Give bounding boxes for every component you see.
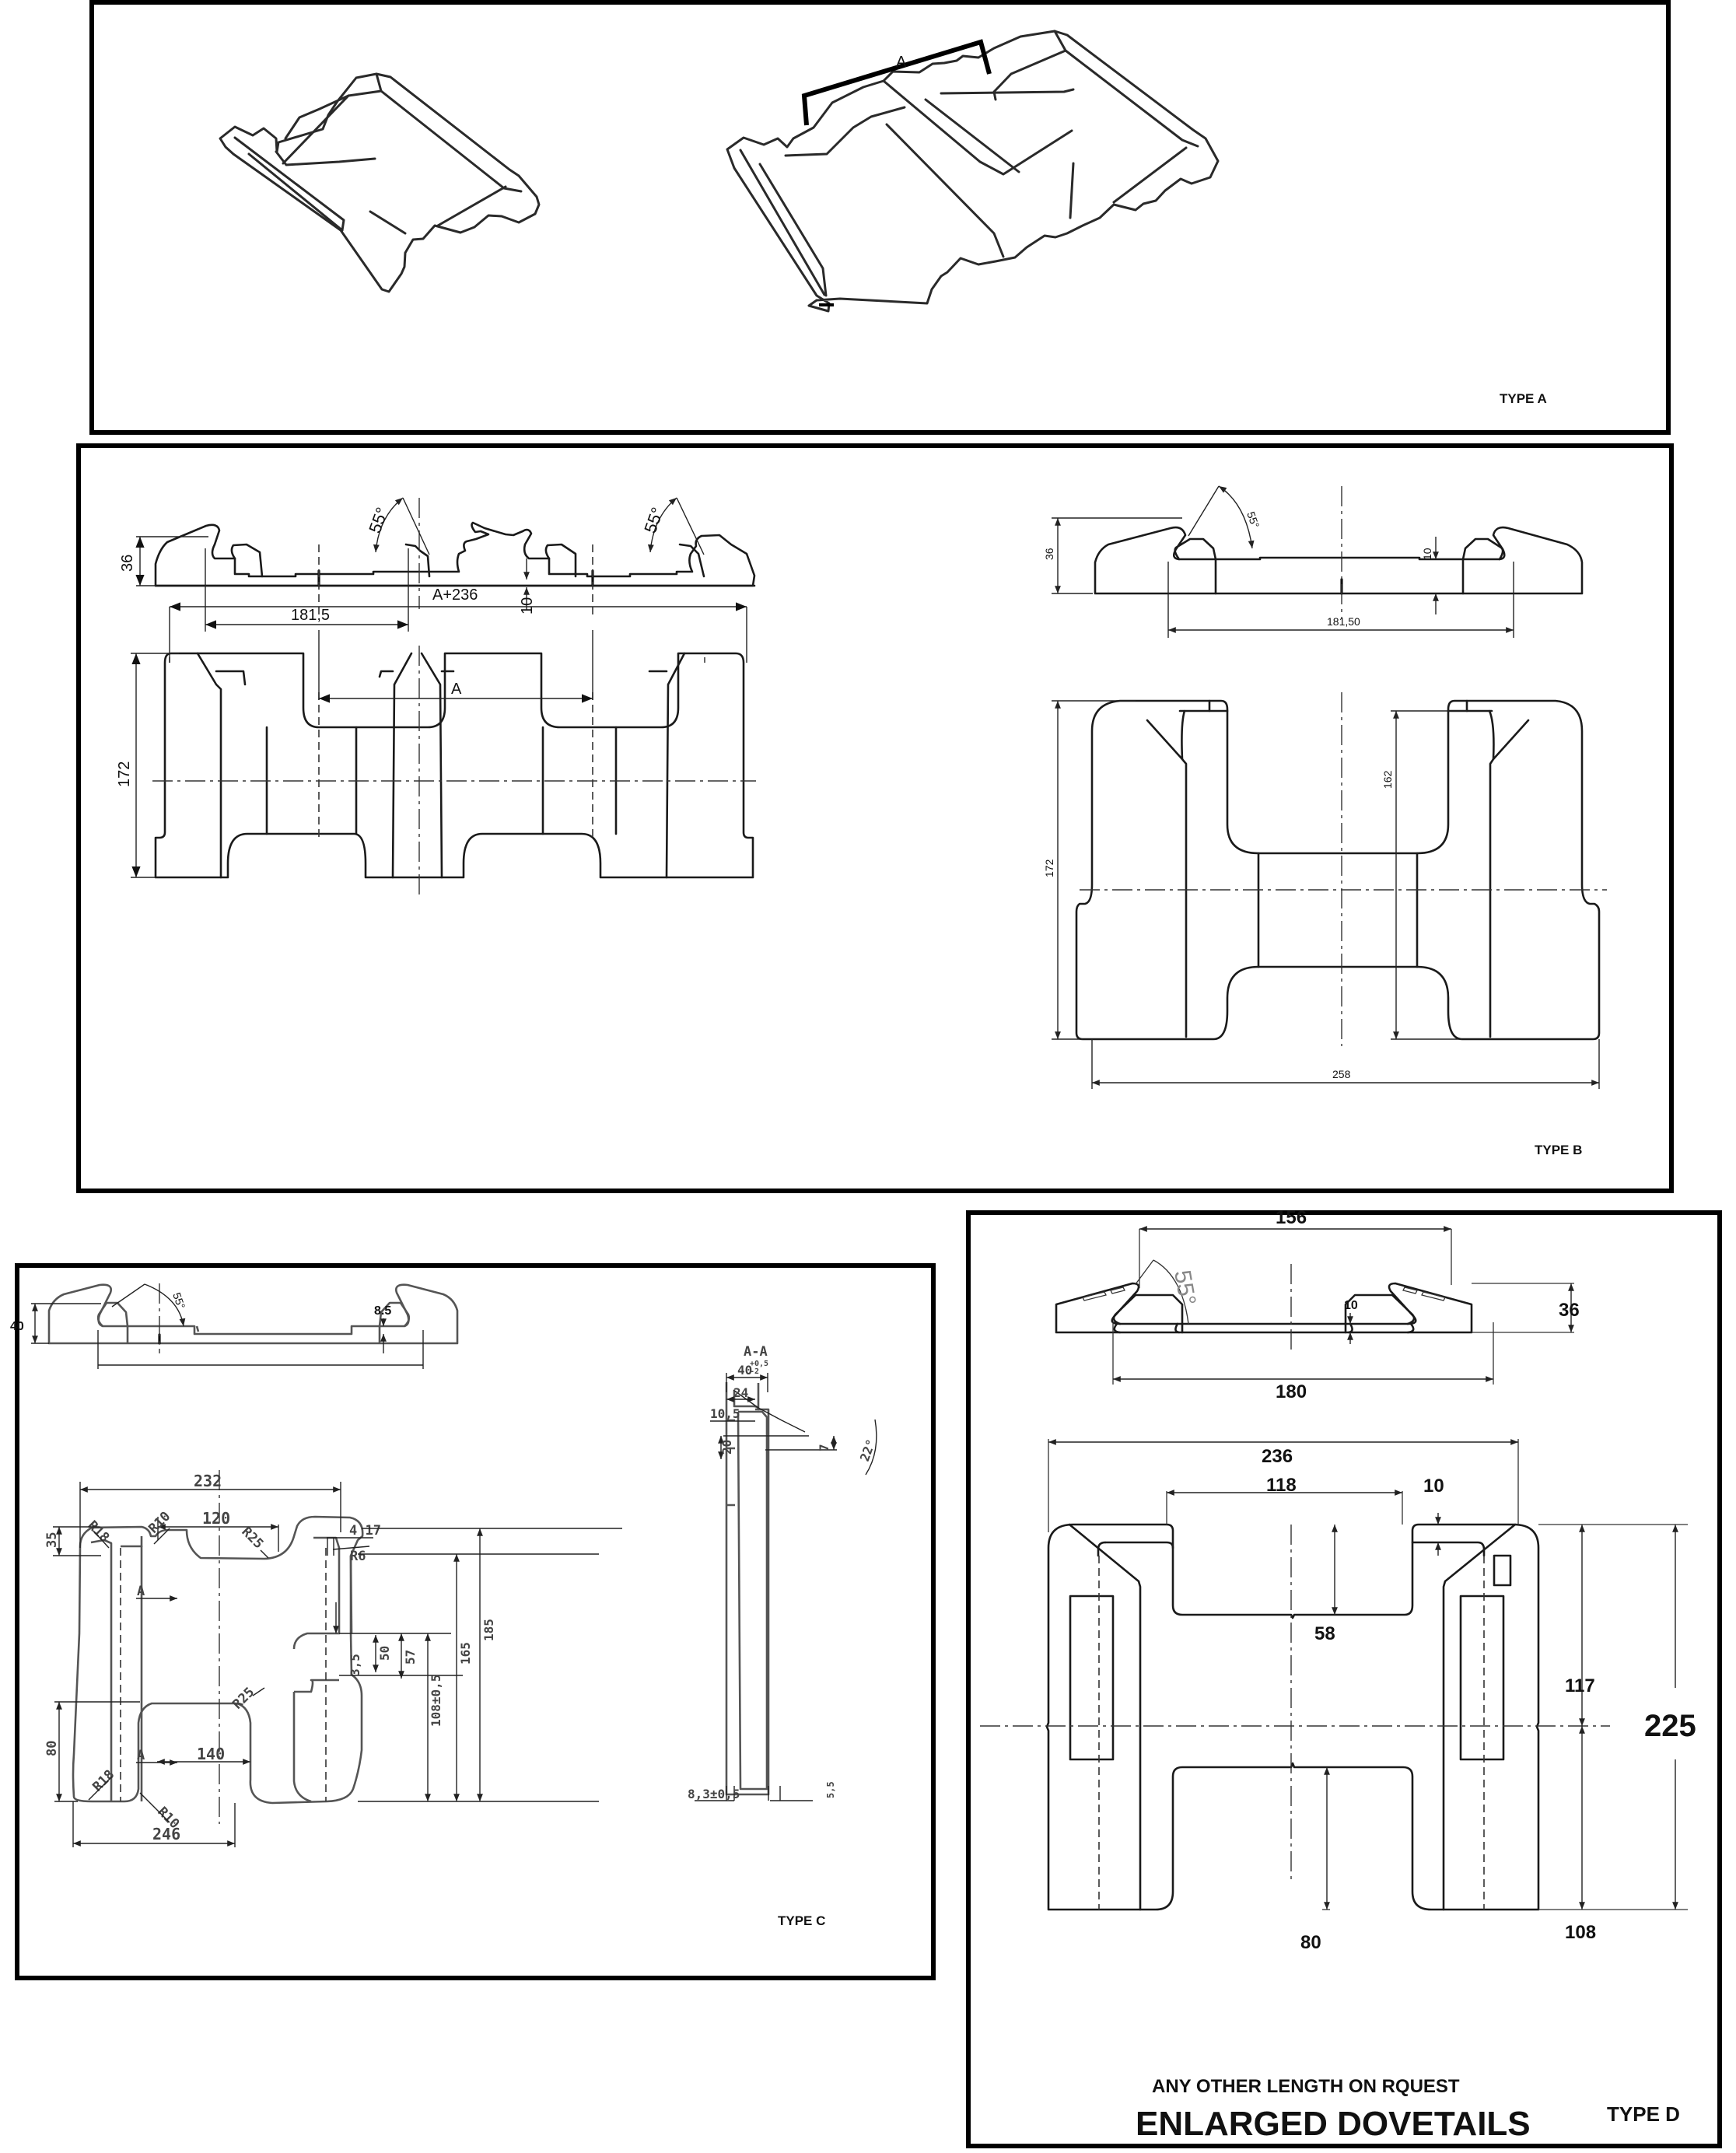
type-d-label: TYPE D: [1607, 2102, 1680, 2126]
type-c-right-3-5: 3,5: [348, 1654, 362, 1676]
type-a-label: TYPE A: [1500, 391, 1547, 406]
type-c-top-right-4-17: 4 17: [349, 1523, 381, 1539]
type-b-angle-left: 55°: [365, 505, 392, 536]
type-d-lower-108: 108: [1565, 1922, 1596, 1943]
type-c-profile: 40 8.5 55°: [10, 1283, 459, 1369]
type-b-multi-profile: 36 10 181,5 55° 55°: [119, 497, 756, 632]
type-c-left-35: 35: [44, 1532, 60, 1548]
type-c-right-165: 165: [458, 1642, 473, 1665]
type-c-section-tol-upper: +0,5: [750, 1360, 768, 1368]
type-b-single-inner-162: 162: [1381, 770, 1394, 789]
type-c-right-185: 185: [481, 1619, 496, 1641]
panel-type-c: 40 8.5 55° 2: [10, 1263, 936, 1980]
type-b-single-plan: 172 162 258: [1043, 692, 1607, 1089]
type-c-left-80: 80: [44, 1741, 60, 1756]
type-d-top-span-156: 156: [1276, 1207, 1307, 1228]
type-b-single-height-36: 36: [1043, 548, 1055, 560]
type-d-angle-55: 55°: [1169, 1268, 1200, 1307]
type-b-single-profile: 36 10 181,50 55°: [1043, 485, 1584, 638]
isometric-double-link: [726, 30, 1220, 313]
type-c-section-width-24: 24: [733, 1385, 748, 1400]
type-c-r18-bottom: R18: [89, 1767, 117, 1795]
panel-b-frame: [76, 443, 1674, 1193]
type-d-right-slot: [1459, 1595, 1505, 1761]
type-c-section-tol-lower: -2: [750, 1367, 759, 1376]
type-d-marking-slot: [1493, 1554, 1512, 1587]
type-c-section-angle-22: 22°: [857, 1437, 879, 1464]
type-c-section-thickness: 8,3±0,5: [688, 1787, 740, 1801]
type-c-r25-top: R25: [238, 1524, 266, 1552]
type-d-upper-117: 117: [1565, 1675, 1595, 1696]
type-c-section-marker-top: A: [137, 1584, 145, 1599]
type-b-base-10: 10: [519, 597, 536, 614]
type-b-multi-plan: A+236 A 172: [116, 586, 756, 894]
type-c-gap-120: 120: [202, 1509, 230, 1528]
type-d-dovetail-180: 180: [1276, 1381, 1307, 1402]
type-c-section-20: 20: [719, 1440, 734, 1455]
type-d-note: ANY OTHER LENGTH ON RQUEST: [1152, 2076, 1460, 2097]
type-c-section-thickness-right: 5,5: [825, 1781, 836, 1798]
type-b-dovetail-181-5: 181,5: [291, 607, 330, 624]
type-c-height-40: 40: [10, 1320, 24, 1333]
panel-type-b: 36 10 181,5 55° 55°: [76, 443, 1674, 1193]
type-d-profile: 156 55° 10 36 180: [1055, 1207, 1580, 1402]
dimension-a-bracket: [801, 39, 992, 126]
panel-type-d: 156 55° 10 36 180: [966, 1207, 1722, 2148]
type-c-section-10-5: 10,5: [710, 1406, 740, 1421]
isometric-single-link: [219, 72, 541, 293]
type-c-r25-bottom: R25: [229, 1685, 257, 1713]
panel-d-frame: [966, 1210, 1722, 2148]
type-c-section-title: A-A: [744, 1344, 768, 1360]
type-c-angle: 55°: [170, 1291, 187, 1311]
panel-type-a: A TYPE A: [89, 0, 1671, 435]
type-b-single-width-172: 172: [1043, 859, 1055, 877]
type-d-gap-118: 118: [1266, 1475, 1297, 1496]
type-c-overall-246: 246: [152, 1825, 180, 1843]
type-c-right-57: 57: [403, 1650, 418, 1665]
type-c-label: TYPE C: [778, 1913, 825, 1928]
panel-c-frame: [15, 1263, 936, 1980]
type-b-pitch-a: A: [451, 681, 462, 698]
type-d-depth-80: 80: [1300, 1932, 1321, 1953]
dimension-a-label: A: [896, 54, 907, 71]
type-c-gap-140: 140: [197, 1745, 225, 1763]
type-c-base-8-5: 8.5: [374, 1304, 391, 1318]
type-b-angle-right: 55°: [640, 505, 667, 536]
type-c-section-a-a: A-A 40 +0,5 -2 24 10,5 20 7 22°: [688, 1344, 879, 1801]
type-b-overall-length: A+236: [432, 586, 478, 604]
type-b-single-length-258: 258: [1332, 1068, 1351, 1080]
type-b-single-angle: 55°: [1244, 510, 1262, 530]
type-d-left-slot: [1069, 1595, 1115, 1761]
type-b-single-base-10: 10: [1421, 548, 1433, 560]
type-d-base-10: 10: [1344, 1299, 1358, 1312]
type-b-height-36: 36: [119, 555, 136, 572]
type-d-height-225: 225: [1644, 1709, 1696, 1743]
type-b-label: TYPE B: [1535, 1143, 1582, 1157]
type-d-lip-10: 10: [1423, 1476, 1444, 1497]
panel-a-frame: [89, 0, 1671, 435]
type-b-single-dovetail: 181,50: [1327, 615, 1360, 628]
type-d-title: ENLARGED DOVETAILS: [1136, 2105, 1531, 2143]
type-b-width-172: 172: [116, 761, 133, 787]
type-c-right-108: 108±0,5: [429, 1675, 443, 1727]
type-c-r6: R6: [350, 1549, 366, 1564]
type-c-section-width-40: 40: [737, 1363, 752, 1378]
type-d-height-36: 36: [1559, 1300, 1580, 1321]
type-c-overall-232: 232: [194, 1472, 222, 1490]
type-c-right-50: 50: [377, 1646, 392, 1661]
type-d-width-236: 236: [1262, 1446, 1293, 1467]
type-c-section-7: 7: [817, 1444, 831, 1451]
type-d-plan: 236 118 10 58 80 117 108 225: [980, 1439, 1696, 1953]
type-c-section-marker-bottom: A: [137, 1748, 145, 1763]
type-d-depth-58: 58: [1314, 1623, 1335, 1644]
type-c-plan: 232 120 4 17 R18 R10 R25 R6 A A R25: [44, 1470, 622, 1847]
